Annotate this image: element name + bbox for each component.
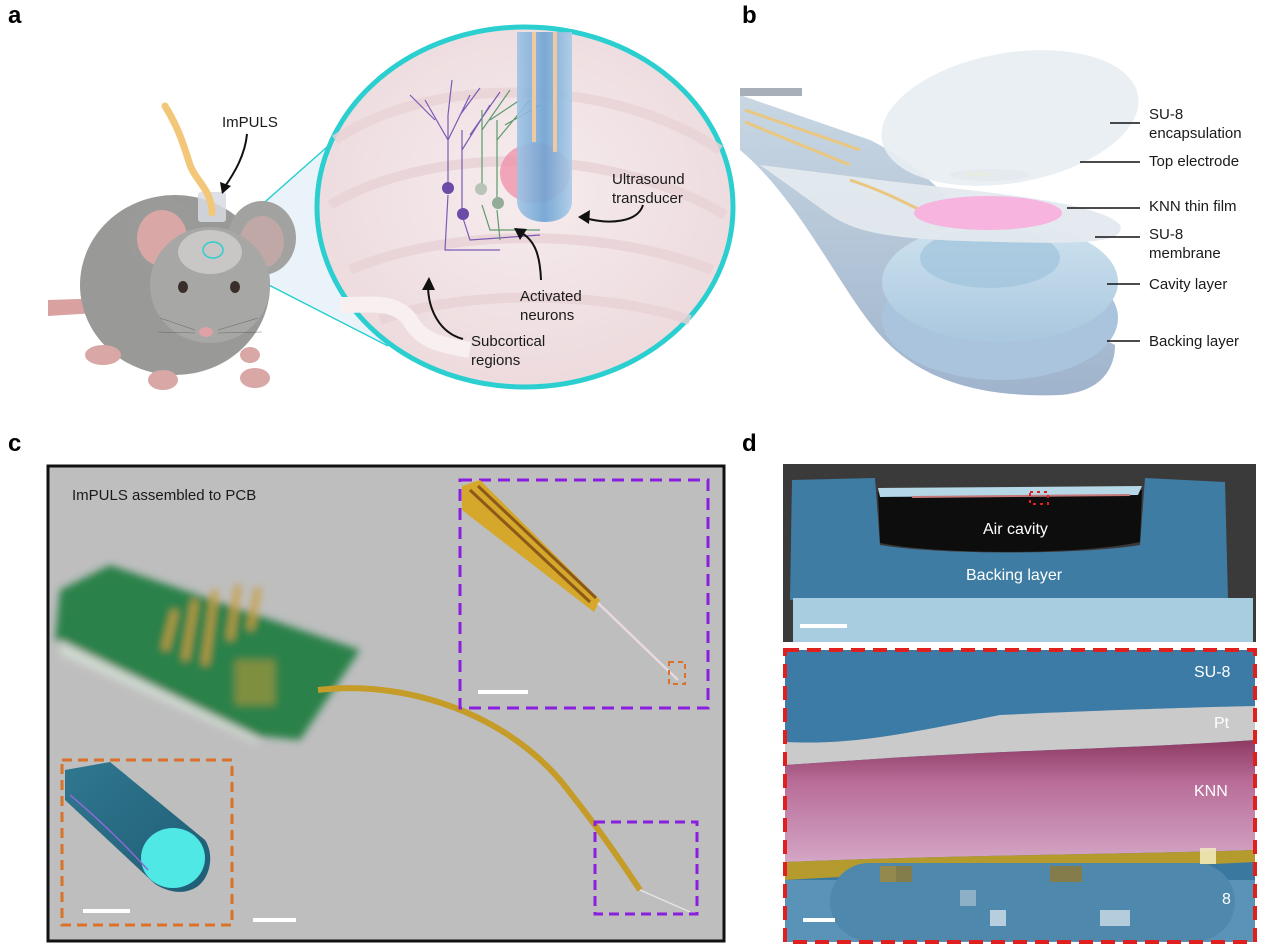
su8-encapsulation	[881, 50, 1139, 186]
label-activated-neurons: Activated neurons	[520, 288, 582, 324]
inset-tip-render-box	[60, 758, 234, 927]
panel-b-illustration	[740, 50, 1140, 396]
label-pt-sem: Pt	[1214, 715, 1230, 732]
neuron-soma-2	[457, 208, 469, 220]
label-backing-layer: Backing layer	[1149, 333, 1240, 350]
label-su8-membrane: SU-8 membrane	[1149, 226, 1221, 262]
sem-backing-layer	[790, 478, 1228, 600]
label-su8-sem-bottom: 8	[1222, 891, 1231, 908]
label-cavity-layer: Cavity layer	[1149, 276, 1228, 293]
label-knn-sem: KNN	[1194, 783, 1228, 800]
implant-cable	[161, 102, 216, 217]
leader-lines	[1067, 122, 1140, 342]
neuron-soma-3	[475, 183, 487, 195]
inset-orange-marker	[668, 661, 686, 685]
gold-trace	[744, 108, 921, 212]
subcortical-arrow	[427, 284, 464, 340]
sem-air-cavity	[878, 490, 1142, 552]
panel-a-letter: a	[8, 2, 22, 29]
redacted-pixels	[880, 848, 1216, 926]
brain-layers	[327, 87, 728, 325]
transducer-arrow	[584, 204, 644, 223]
sem-knn-layer	[785, 740, 1255, 862]
photo-caption: ImPULS assembled to PCB	[72, 487, 257, 504]
neuron-soma-4	[492, 197, 504, 209]
label-ultrasound-transducer: Ultrasound transducer	[612, 171, 685, 207]
transducer-probe	[517, 32, 572, 222]
knn-thin-film	[914, 196, 1062, 230]
impuls-arrow	[223, 133, 248, 189]
mouse-whiskers	[157, 317, 263, 334]
sem-zoom-marker	[1029, 491, 1049, 505]
panel-b-letter: b	[742, 2, 757, 29]
sem-su8-layer	[785, 650, 1255, 744]
target-ring	[202, 241, 224, 259]
label-air-cavity: Air cavity	[983, 521, 1048, 538]
pcb-board	[55, 565, 360, 745]
mouse-eye-right	[230, 281, 240, 293]
flex-cable	[317, 685, 643, 892]
needle-tip	[639, 889, 691, 913]
sem-pt-layer	[785, 706, 1255, 765]
sem-inset-border	[783, 648, 1257, 944]
sem-membrane	[878, 486, 1142, 497]
mouse-paws	[85, 345, 270, 390]
inset-zoom-box	[458, 478, 710, 710]
panel-d-letter: d	[742, 430, 757, 457]
panel-c-photo	[46, 464, 726, 943]
panel-c-letter: c	[8, 430, 22, 457]
label-backing-layer-sem: Backing layer	[966, 567, 1063, 584]
panel-a-illustration	[48, 24, 736, 390]
label-su8-encapsulation: SU-8 encapsulation	[1149, 106, 1242, 142]
probe-end-cap	[740, 88, 802, 96]
mouse-nose	[199, 327, 213, 337]
neurons	[409, 79, 541, 251]
label-subcortical-regions: Subcortical regions	[471, 333, 546, 369]
subcortical-fold	[339, 296, 472, 358]
label-top-electrode: Top electrode	[1149, 153, 1240, 170]
label-knn-thin-film: KNN thin film	[1149, 198, 1237, 215]
neuron-soma-1	[442, 182, 454, 194]
label-su8-sem: SU-8	[1194, 664, 1231, 681]
label-impuls: ImPULS	[222, 114, 278, 131]
mouse-eye-left	[178, 281, 188, 293]
tip-marker-box	[593, 820, 699, 916]
inset-needle	[597, 602, 679, 681]
redacted-region	[830, 863, 1235, 941]
tip-render-face	[141, 828, 205, 888]
